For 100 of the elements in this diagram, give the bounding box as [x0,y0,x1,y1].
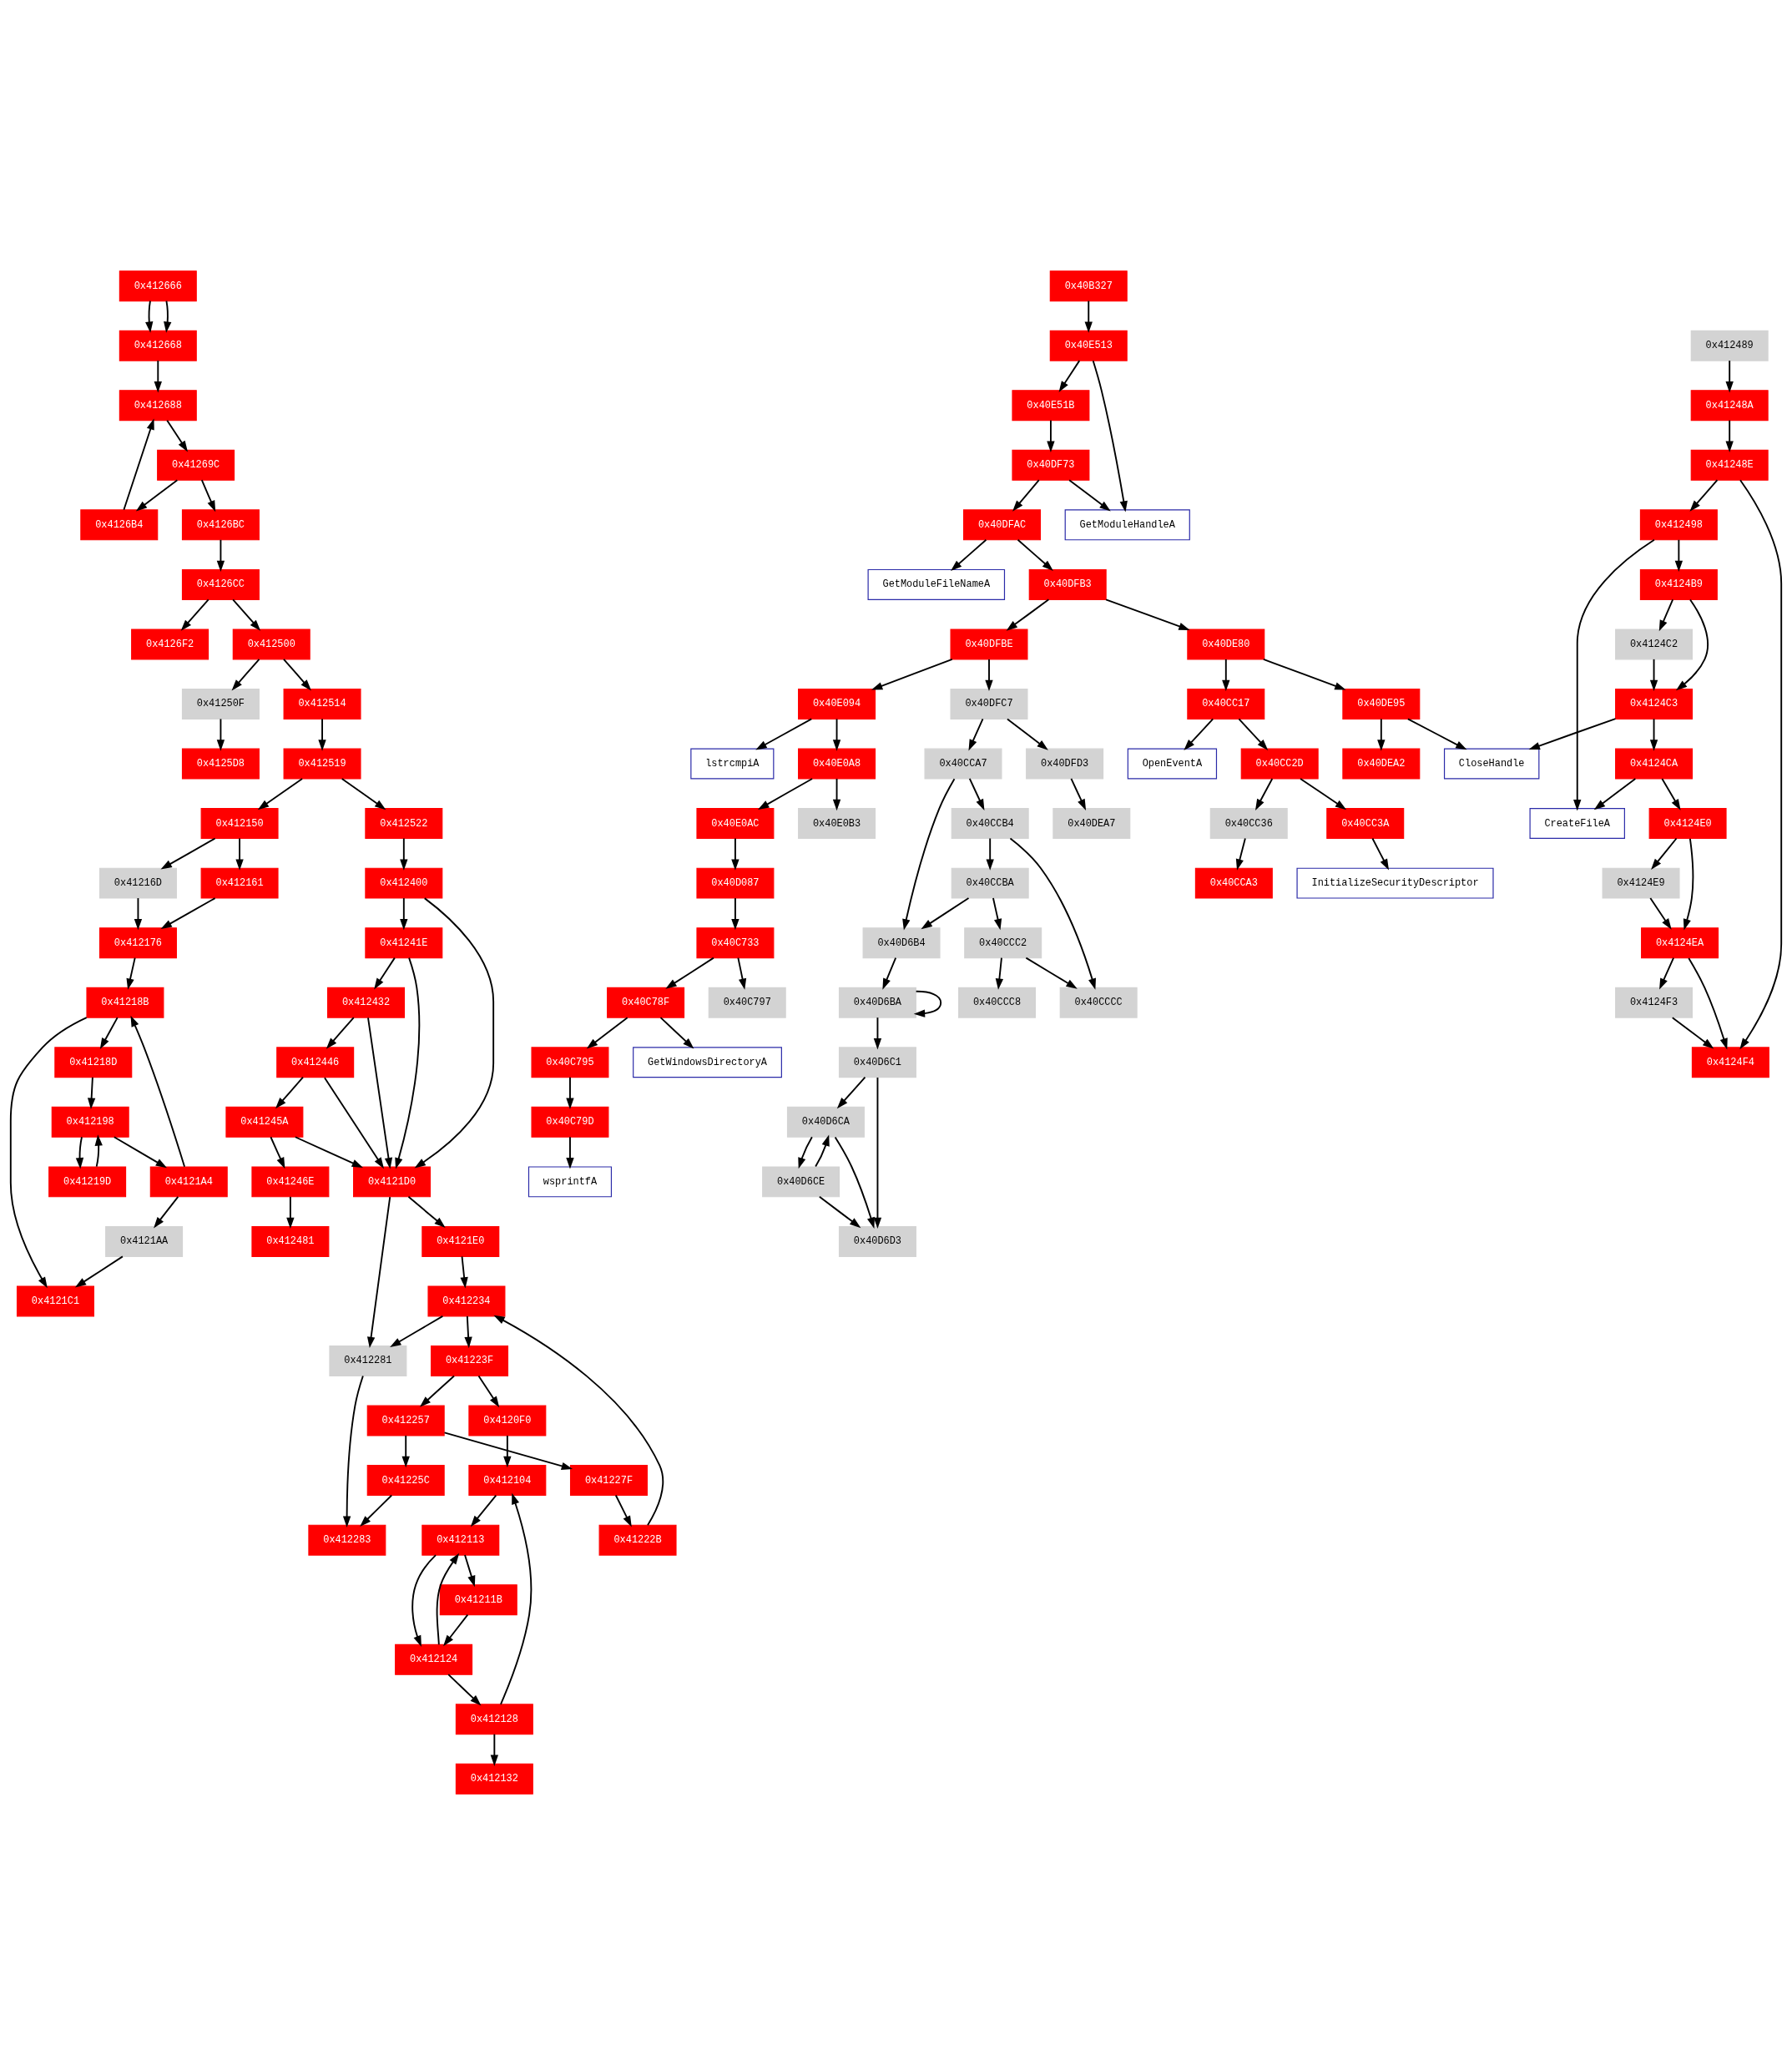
arrow [951,538,987,572]
arrow [283,658,311,691]
node-box: 0x412481 [251,1225,330,1257]
arrow [270,1136,285,1169]
node-box: 0x41246E [251,1166,330,1198]
arrow [818,1195,861,1229]
arrow [731,837,740,871]
node-box: 0x4121C1 [16,1285,94,1317]
node-box: 0x40DEA2 [1342,748,1421,780]
node-box: 0x40DEA7 [1052,808,1131,840]
node-box: 0x40CC36 [1209,808,1288,840]
node-box: 0x41219D [48,1166,127,1198]
arrow [113,1136,168,1169]
node-box: 0x412283 [308,1524,386,1556]
arrow [992,897,1002,931]
arrow [1528,718,1617,750]
node-box: 0x40CCB4 [951,808,1029,840]
arrow [1671,1017,1714,1049]
arrow [166,419,188,452]
arrow [500,1492,533,1705]
arrow [395,957,421,1169]
node-box: 0x4121A4 [149,1166,228,1198]
arrow [1683,837,1694,931]
node-box: 0x412688 [119,390,197,422]
node-box: 0x4125D8 [181,748,260,780]
node-box: 0x40DFC7 [950,689,1028,719]
arrow [275,1076,304,1109]
node-box: 0x40C79D [531,1106,609,1138]
arrow [390,1315,444,1347]
arrow [731,897,740,931]
arrow [324,1077,385,1169]
node-box: 0x40DF73 [1012,449,1090,481]
arrow [995,957,1004,990]
node-box: 0x40D6C1 [838,1047,916,1078]
arrow [341,778,386,810]
arrow [1092,360,1128,512]
node-box: 0x41227F [569,1465,648,1497]
arrow [1238,718,1269,750]
node-box: 0x40D6CE [762,1166,840,1198]
arrow [1070,778,1087,810]
arrow [968,718,984,751]
arrow [566,1076,574,1109]
arrow [443,1431,573,1470]
node-box: 0x41248E [1690,449,1769,481]
node-box: 0x412281 [329,1346,407,1376]
node-box: 0x412666 [119,270,197,302]
arrow [586,1017,628,1049]
arrow [464,1554,476,1588]
node-box: 0x40E094 [798,689,876,719]
node-box: 0x412522 [365,808,443,840]
node-box: 0x412234 [427,1285,506,1317]
arrow [1725,419,1734,452]
arrow [134,897,143,931]
node-box: 0x4121AA [105,1225,184,1257]
arrow [74,1255,124,1288]
arrow [407,1195,446,1229]
arrow [123,418,154,511]
arrow [1007,718,1048,750]
arrow [1017,538,1053,572]
arrow [873,1077,882,1229]
arrow [1009,837,1096,990]
arrow [200,479,216,512]
node-box: 0x40D6CA [786,1106,865,1138]
node-box: CreateFileA [1529,808,1625,840]
node-box: 0x4124B9 [1639,568,1718,600]
arrow [318,718,326,751]
arrow [1675,598,1709,691]
node-box: 0x40C733 [696,927,775,959]
node-box: 0x4124C3 [1615,689,1694,719]
arrow [294,1136,364,1169]
node-box: 0x40E0B3 [798,808,876,840]
arrow [758,778,814,810]
node-box: 0x40DFAC [963,509,1041,541]
node-box: 0x412500 [232,629,310,660]
arrow [1406,718,1467,750]
node-box: 0x40E0AC [696,808,775,840]
node-box: 0x412198 [51,1106,129,1138]
arrow [1658,598,1674,632]
arrow [1725,360,1734,393]
arrow [913,990,942,1017]
node-box: 0x41222B [598,1524,677,1556]
node-box: 0x40E513 [1049,330,1128,361]
node-box: 0x412257 [366,1405,445,1436]
arrow [1006,598,1050,631]
arrow [99,1017,119,1050]
node-box: 0x41218B [86,987,164,1018]
arrow [1184,718,1214,750]
arrow [1047,419,1055,452]
arrow [873,1017,882,1050]
node-box: 0x41223F [431,1346,509,1376]
node-box: 0x412519 [283,748,361,780]
node-box: 0x40C78F [607,987,685,1018]
arrow [400,837,408,871]
node-box: 0x412128 [455,1704,533,1735]
node-box: 0x40B327 [1049,270,1128,302]
node-box: 0x4124E9 [1602,867,1680,899]
arrow [985,658,993,692]
node-box: 0x41211B [439,1584,517,1616]
node-box: 0x412104 [468,1465,547,1497]
arrow [1371,837,1389,871]
